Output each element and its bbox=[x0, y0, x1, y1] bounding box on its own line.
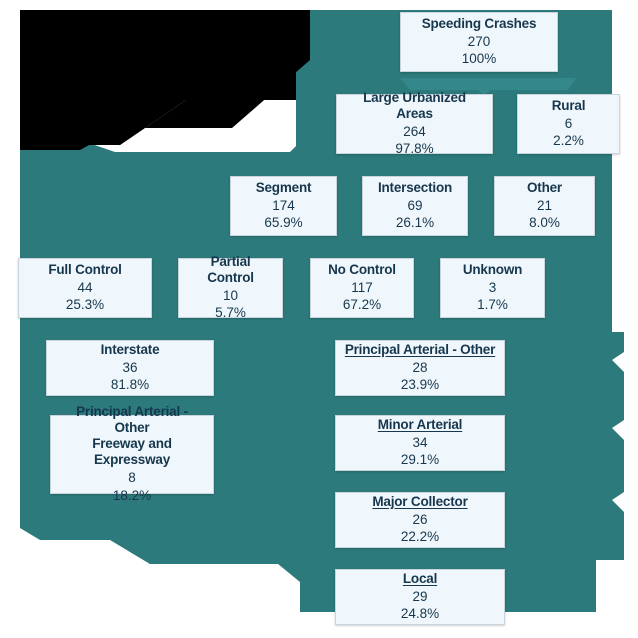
node-label: Speeding Crashes bbox=[421, 15, 537, 31]
node-speeding-crashes[interactable]: Speeding Crashes 270 100% bbox=[400, 12, 558, 72]
node-label: Large Urbanized Areas bbox=[363, 89, 466, 121]
node-label: No Control bbox=[328, 261, 396, 277]
node-count: 6 bbox=[564, 115, 573, 131]
node-partial-control[interactable]: Partial Control 10 5.7% bbox=[178, 254, 283, 321]
node-count: 36 bbox=[122, 359, 138, 375]
node-label: Full Control bbox=[48, 261, 122, 277]
node-principal-arterial-other[interactable]: Principal Arterial - Other 28 23.9% bbox=[335, 340, 505, 396]
node-label: Intersection bbox=[377, 179, 453, 195]
node-count: 44 bbox=[77, 279, 93, 295]
node-count: 69 bbox=[407, 197, 423, 213]
node-count: 28 bbox=[412, 359, 428, 375]
node-count: 29 bbox=[412, 588, 428, 604]
node-unknown[interactable]: Unknown 3 1.7% bbox=[440, 258, 545, 318]
node-percent: 100% bbox=[461, 51, 497, 67]
root-connector-arrow bbox=[400, 78, 576, 96]
node-percent: 26.1% bbox=[395, 215, 435, 231]
node-label: Partial Control bbox=[207, 253, 254, 285]
node-count: 8 bbox=[128, 469, 136, 485]
node-percent: 29.1% bbox=[400, 452, 440, 468]
node-count: 10 bbox=[222, 287, 239, 303]
node-percent: 18.2% bbox=[112, 487, 152, 503]
node-full-control[interactable]: Full Control 44 25.3% bbox=[18, 258, 152, 318]
node-percent: 23.9% bbox=[400, 377, 440, 393]
node-interstate[interactable]: Interstate 36 81.8% bbox=[46, 340, 214, 396]
node-principal-arterial-freeway[interactable]: Principal Arterial - Other Freeway and E… bbox=[50, 404, 214, 503]
node-count: 174 bbox=[272, 197, 295, 213]
node-percent: 24.8% bbox=[400, 606, 440, 622]
connector-arrow-path bbox=[400, 78, 576, 96]
node-percent: 8.0% bbox=[529, 215, 560, 231]
node-major-collector[interactable]: Major Collector 26 22.2% bbox=[335, 492, 505, 548]
node-rural[interactable]: Rural 6 2.2% bbox=[517, 94, 620, 154]
node-minor-arterial[interactable]: Minor Arterial 34 29.1% bbox=[335, 415, 505, 471]
node-percent: 25.3% bbox=[65, 297, 105, 313]
node-label: Minor Arterial bbox=[377, 416, 463, 432]
node-percent: 5.7% bbox=[215, 305, 246, 321]
node-count: 264 bbox=[403, 123, 426, 139]
node-local[interactable]: Local 29 24.8% bbox=[335, 569, 505, 625]
node-percent: 97.8% bbox=[395, 141, 434, 157]
node-count: 3 bbox=[488, 279, 497, 295]
node-no-control[interactable]: No Control 117 67.2% bbox=[310, 258, 414, 318]
node-label: Major Collector bbox=[372, 493, 468, 509]
node-label: Principal Arterial - Other bbox=[344, 341, 496, 357]
node-count: 34 bbox=[412, 434, 428, 450]
node-label: Segment bbox=[255, 179, 312, 195]
node-segment[interactable]: Segment 174 65.9% bbox=[230, 176, 337, 236]
node-label: Rural bbox=[551, 97, 586, 113]
node-percent: 67.2% bbox=[342, 297, 382, 313]
teal-region-upper-left-notch bbox=[20, 10, 296, 145]
node-count: 26 bbox=[412, 511, 428, 527]
node-percent: 65.9% bbox=[264, 215, 303, 231]
node-label: Principal Arterial - Other Freeway and E… bbox=[76, 404, 188, 467]
node-count: 270 bbox=[467, 33, 491, 49]
node-label: Local bbox=[402, 570, 438, 586]
node-count: 21 bbox=[536, 197, 553, 213]
node-count: 117 bbox=[351, 279, 373, 295]
node-label: Unknown bbox=[462, 261, 523, 277]
node-other[interactable]: Other 21 8.0% bbox=[494, 176, 595, 236]
node-label: Interstate bbox=[100, 341, 160, 357]
node-label: Other bbox=[526, 179, 562, 195]
node-large-urbanized[interactable]: Large Urbanized Areas 264 97.8% bbox=[336, 90, 493, 157]
node-percent: 22.2% bbox=[400, 529, 440, 545]
node-percent: 1.7% bbox=[477, 297, 508, 313]
node-intersection[interactable]: Intersection 69 26.1% bbox=[362, 176, 468, 236]
teal-region-topleft-slope bbox=[20, 10, 310, 150]
node-percent: 81.8% bbox=[110, 377, 150, 393]
node-percent: 2.2% bbox=[553, 133, 584, 149]
